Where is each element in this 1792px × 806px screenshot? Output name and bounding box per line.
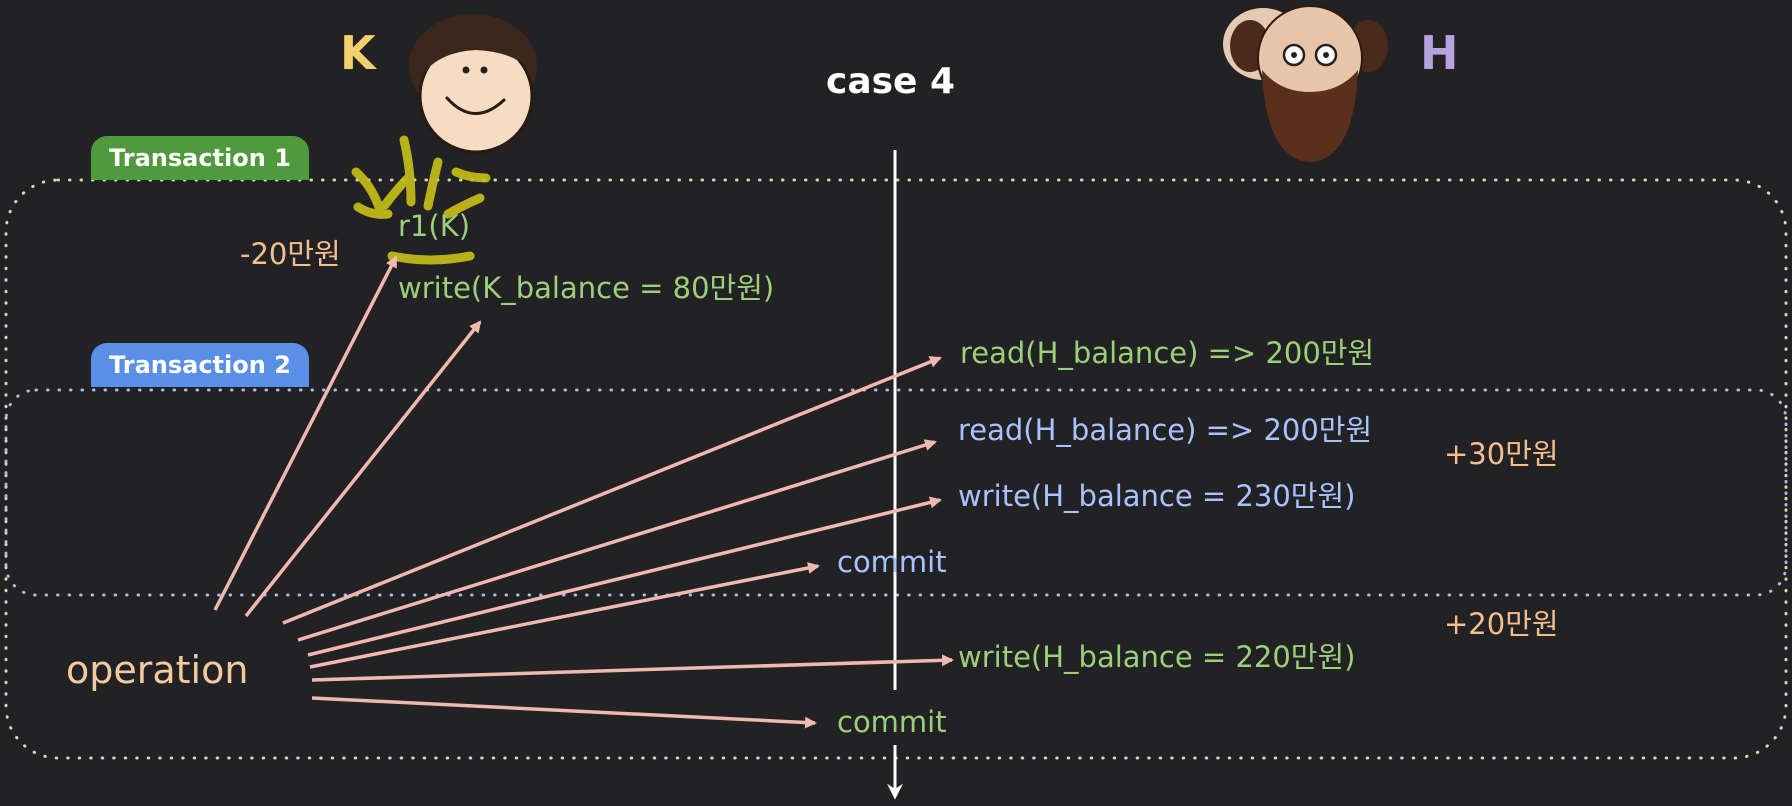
- r1-k-operation: r1(K): [398, 209, 471, 243]
- arrow-to-read-h-2: [297, 439, 937, 642]
- highlight-marks: [351, 135, 491, 265]
- write-k-balance-operation: write(K_balance = 80만원): [398, 271, 775, 305]
- commit-t1-operation: commit: [837, 705, 947, 739]
- read-h-balance-t1-operation: read(H_balance) => 200만원: [960, 336, 1375, 370]
- k-delta-label: -20만원: [240, 237, 341, 271]
- commit-t2-operation: commit: [837, 545, 947, 579]
- bearded-man-avatar: [1223, 5, 1388, 162]
- transaction-1-tab: Transaction 1: [91, 136, 309, 180]
- operation-label: operation: [66, 648, 249, 692]
- write-h-balance-220-operation: write(H_balance = 220만원): [958, 640, 1356, 674]
- operation-arrows: [213, 255, 954, 729]
- h-delta-20-label: +20만원: [1444, 607, 1559, 641]
- arrow-to-commit-t1: [311, 696, 817, 729]
- person-k-initial: K: [340, 26, 376, 80]
- person-h-initial: H: [1420, 26, 1459, 80]
- arrow-to-write-h-220: [311, 654, 954, 682]
- arrow-to-write-k: [244, 320, 482, 618]
- transaction-2-tab: Transaction 2: [91, 343, 309, 387]
- arrow-to-r1: [213, 255, 398, 611]
- read-h-balance-t2-operation: read(H_balance) => 200만원: [958, 413, 1373, 447]
- cartoon-man-avatar: [409, 14, 537, 154]
- write-h-balance-230-operation: write(H_balance = 230만원): [958, 479, 1356, 513]
- arrow-to-write-h-230: [307, 496, 942, 657]
- h-delta-30-label: +30만원: [1444, 437, 1559, 471]
- arrow-to-commit-t2: [309, 562, 820, 669]
- case-title: case 4: [826, 61, 956, 102]
- arrow-to-read-h-1: [282, 356, 942, 625]
